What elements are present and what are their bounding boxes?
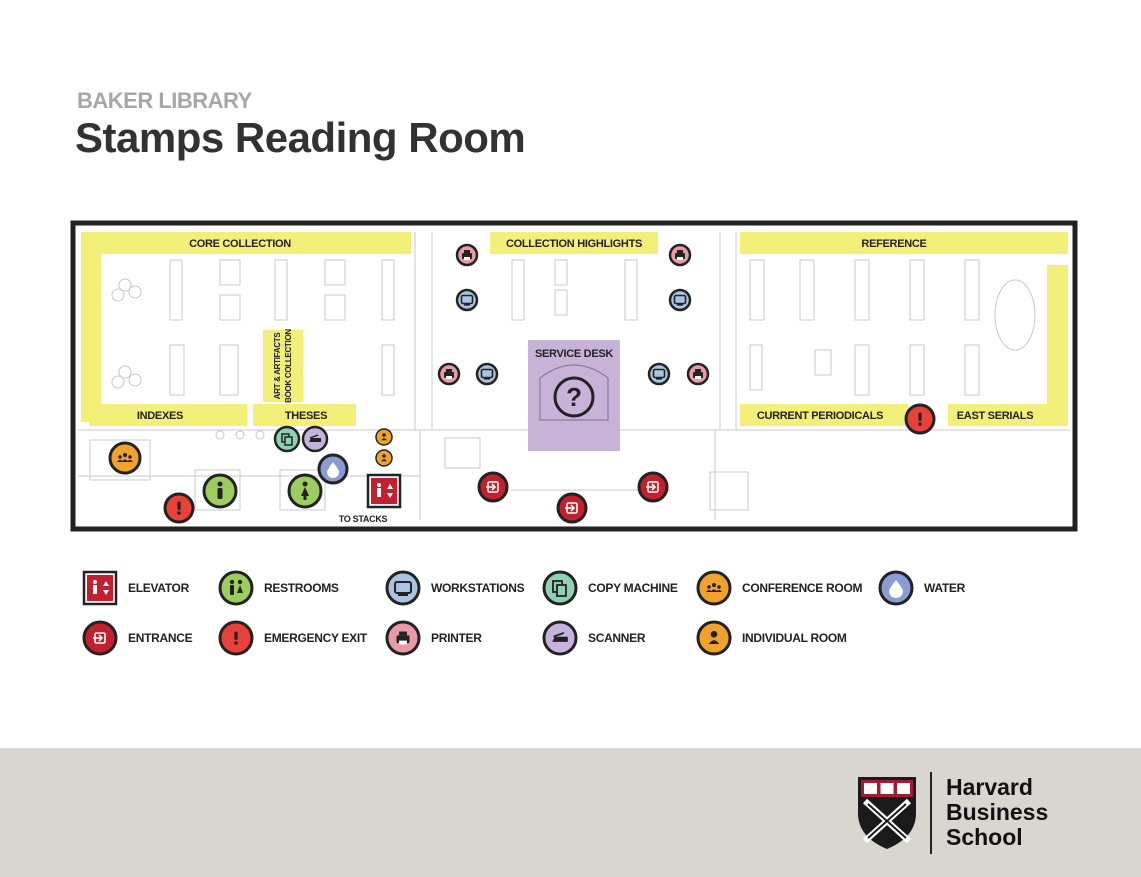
individual-room-icon — [696, 620, 732, 656]
printer-icon — [385, 620, 421, 656]
legend-label-copy-machine: COPY MACHINE — [588, 581, 678, 595]
legend-label-conference-room: CONFERENCE ROOM — [742, 581, 863, 595]
individual-room-icon — [375, 449, 393, 467]
legend-label-individual-room: INDIVIDUAL ROOM — [742, 631, 847, 645]
legend-label-emergency-exit: EMERGENCY EXIT — [264, 631, 367, 645]
svg-text:?: ? — [566, 382, 582, 412]
label-reference: REFERENCE — [861, 238, 926, 250]
printer-icon — [668, 243, 692, 267]
copy-machine-icon — [542, 570, 578, 606]
label-book-collection: BOOK COLLECTION — [284, 329, 293, 403]
wordmark-line-3: School — [946, 824, 1023, 850]
emergency-exit-icon — [163, 492, 195, 524]
entrance-icon — [477, 471, 509, 503]
water-icon — [878, 570, 914, 606]
legend-workstations: WORKSTATIONS — [385, 570, 525, 606]
legend-restrooms: RESTROOMS — [218, 570, 339, 606]
label-to-stacks: TO STACKS — [339, 514, 388, 524]
label-service-desk: SERVICE DESK — [535, 348, 613, 360]
legend-copy-machine: COPY MACHINE — [542, 570, 678, 606]
elevator-icon — [82, 570, 118, 606]
printer-icon — [455, 243, 479, 267]
legend-conference-room: CONFERENCE ROOM — [696, 570, 862, 606]
workstation-icon — [455, 288, 479, 312]
legend-label-water: WATER — [924, 581, 965, 595]
help-icon: ? — [553, 376, 595, 418]
printer-icon — [437, 362, 461, 386]
collection-zones — [81, 232, 1068, 426]
label-indexes: INDEXES — [137, 410, 183, 422]
label-art-artifacts: ART & ARTIFACTS — [273, 332, 282, 400]
service-desk-area — [528, 340, 620, 451]
legend-label-restrooms: RESTROOMS — [264, 581, 339, 595]
label-current-periodicals: CURRENT PERIODICALS — [757, 410, 883, 422]
restroom-icon — [287, 473, 323, 509]
legend-elevator: ELEVATOR — [82, 570, 189, 606]
legend-entrance: ENTRANCE — [82, 620, 193, 656]
legend-printer: PRINTER — [385, 620, 482, 656]
entrance-icon — [556, 492, 588, 524]
legend-emergency-exit: EMERGENCY EXIT — [218, 620, 367, 656]
hbs-shield-logo — [858, 777, 916, 849]
legend-label-workstations: WORKSTATIONS — [431, 581, 525, 595]
legend-label-printer: PRINTER — [431, 631, 482, 645]
service-desk-counter — [539, 364, 609, 421]
printer-icon — [686, 362, 710, 386]
emergency-exit-icon — [218, 620, 254, 656]
label-theses: THESES — [285, 410, 327, 422]
elevator-icon — [366, 473, 402, 509]
label-core-collection: CORE COLLECTION — [189, 238, 291, 250]
copy-machine-icon — [273, 425, 301, 453]
logo-divider — [930, 772, 932, 854]
workstation-icon — [668, 288, 692, 312]
legend-individual-room: INDIVIDUAL ROOM — [696, 620, 847, 656]
individual-room-icon — [375, 428, 393, 446]
entrance-icon — [637, 471, 669, 503]
workstation-icon — [647, 362, 671, 386]
legend-scanner: SCANNER — [542, 620, 646, 656]
label-collection-highlights: COLLECTION HIGHLIGHTS — [506, 238, 642, 250]
label-east-serials: EAST SERIALS — [957, 410, 1033, 422]
floor-map: CORE COLLECTION COLLECTION HIGHLIGHTS RE… — [70, 220, 1078, 532]
wordmark-line-2: Business — [946, 799, 1049, 825]
subtitle: BAKER LIBRARY — [77, 88, 252, 113]
legend-label-elevator: ELEVATOR — [128, 581, 189, 595]
restroom-icon — [202, 473, 238, 509]
legend-label-scanner: SCANNER — [588, 631, 646, 645]
footer — [0, 748, 1141, 877]
workstation-icon — [475, 362, 499, 386]
conference-room-icon — [696, 570, 732, 606]
water-icon — [317, 453, 349, 485]
hbs-wordmark: Harvard Business School — [946, 775, 1048, 850]
page-title: Stamps Reading Room — [75, 114, 526, 161]
restroom-icon — [218, 570, 254, 606]
scanner-icon — [542, 620, 578, 656]
emergency-exit-icon — [904, 403, 936, 435]
conference-room-icon — [108, 441, 142, 475]
legend-water: WATER — [878, 570, 965, 606]
entrance-icon — [82, 620, 118, 656]
scanner-icon — [301, 425, 329, 453]
workstation-icon — [385, 570, 421, 606]
legend-label-entrance: ENTRANCE — [128, 631, 193, 645]
wordmark-line-1: Harvard — [946, 774, 1033, 800]
